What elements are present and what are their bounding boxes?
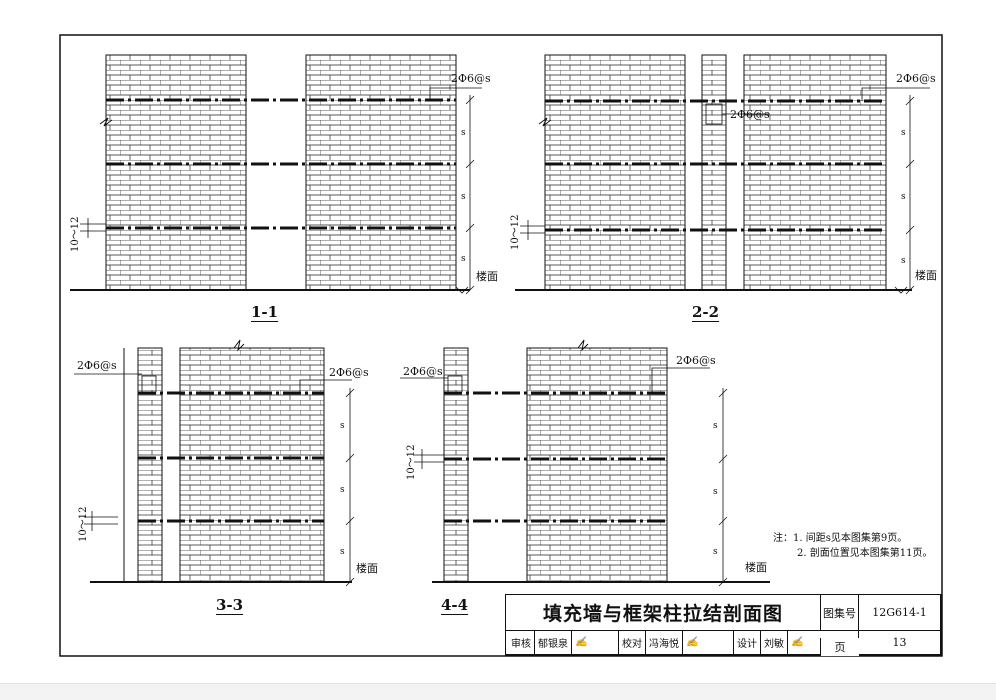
- spacing-label: s: [713, 547, 718, 557]
- rebar-inner-label: 2Φ6@s: [730, 108, 770, 121]
- checker-name: 冯海悦: [646, 631, 683, 654]
- spacing-label: s: [901, 192, 906, 202]
- designer-name: 刘敏: [761, 631, 788, 654]
- tolerance-label: 10～12: [406, 444, 417, 480]
- spacing-label: s: [713, 421, 718, 431]
- reviewer-name: 郁银泉: [535, 631, 572, 654]
- page-label: 页: [820, 638, 859, 656]
- notes: 注：1. 间距s见本图集第9页。 2. 剖面位置见本图集第11页。: [773, 531, 932, 561]
- tolerance-label: 10～12: [78, 506, 89, 542]
- spacing-label: s: [901, 128, 906, 138]
- checker-signature: ✍: [683, 631, 734, 654]
- rebar-label-3a: 2Φ6@s: [77, 359, 117, 372]
- section-label-1-1: 1-1: [251, 303, 279, 321]
- review-label: 审核: [508, 631, 535, 654]
- design-label: 设计: [734, 631, 761, 654]
- atlas-number: 12G614-1: [859, 595, 941, 631]
- rebar-label-3b: 2Φ6@s: [329, 366, 369, 379]
- rebar-label-2: 2Φ6@s: [896, 72, 936, 85]
- title-block: 填充墙与框架柱拉结剖面图 图集号 12G614-1 审核 郁银泉 ✍ 校对 冯海…: [505, 594, 942, 656]
- spacing-label: s: [461, 192, 466, 202]
- section-label-3-3: 3-3: [216, 596, 244, 614]
- atlas-label: 图集号: [821, 595, 859, 631]
- tolerance-label: 10～12: [510, 214, 521, 250]
- check-label: 校对: [619, 631, 646, 654]
- spacing-label: s: [340, 485, 345, 495]
- note-1: 1. 间距s见本图集第9页。: [793, 533, 908, 544]
- section-3-3: [74, 339, 355, 587]
- page-number: 13: [859, 631, 941, 655]
- notes-heading: 注：: [773, 533, 793, 544]
- sheet-frame: [59, 34, 943, 657]
- spacing-label: s: [340, 421, 345, 431]
- section-2-2: [515, 54, 930, 295]
- designer-signature: ✍: [791, 637, 804, 648]
- section-1-1: [70, 54, 482, 295]
- section-label-2-2: 2-2: [692, 303, 720, 321]
- drawing-title: 填充墙与框架柱拉结剖面图: [506, 595, 821, 631]
- note-2: 2. 剖面位置见本图集第11页。: [797, 548, 933, 559]
- rebar-label-4a: 2Φ6@s: [403, 365, 443, 378]
- spacing-label: s: [340, 547, 345, 557]
- spacing-label: s: [461, 254, 466, 264]
- rebar-label-4b: 2Φ6@s: [676, 354, 716, 367]
- floor-label: 楼面: [476, 270, 498, 283]
- spacing-label: s: [461, 128, 466, 138]
- floor-label: 楼面: [356, 562, 378, 575]
- signature-row: 审核 郁银泉 ✍ 校对 冯海悦 ✍ 设计 刘敏 ✍: [506, 631, 859, 655]
- rebar-label-1: 2Φ6@s: [451, 72, 491, 85]
- spacing-label: s: [901, 256, 906, 266]
- section-4-4: [400, 339, 770, 587]
- floor-label: 楼面: [915, 269, 937, 282]
- viewer-footer: [0, 683, 996, 700]
- floor-label: 楼面: [745, 561, 767, 574]
- reviewer-signature: ✍: [572, 631, 619, 654]
- tolerance-label: 10～12: [70, 216, 81, 252]
- spacing-label: s: [713, 487, 718, 497]
- section-label-4-4: 4-4: [441, 596, 469, 614]
